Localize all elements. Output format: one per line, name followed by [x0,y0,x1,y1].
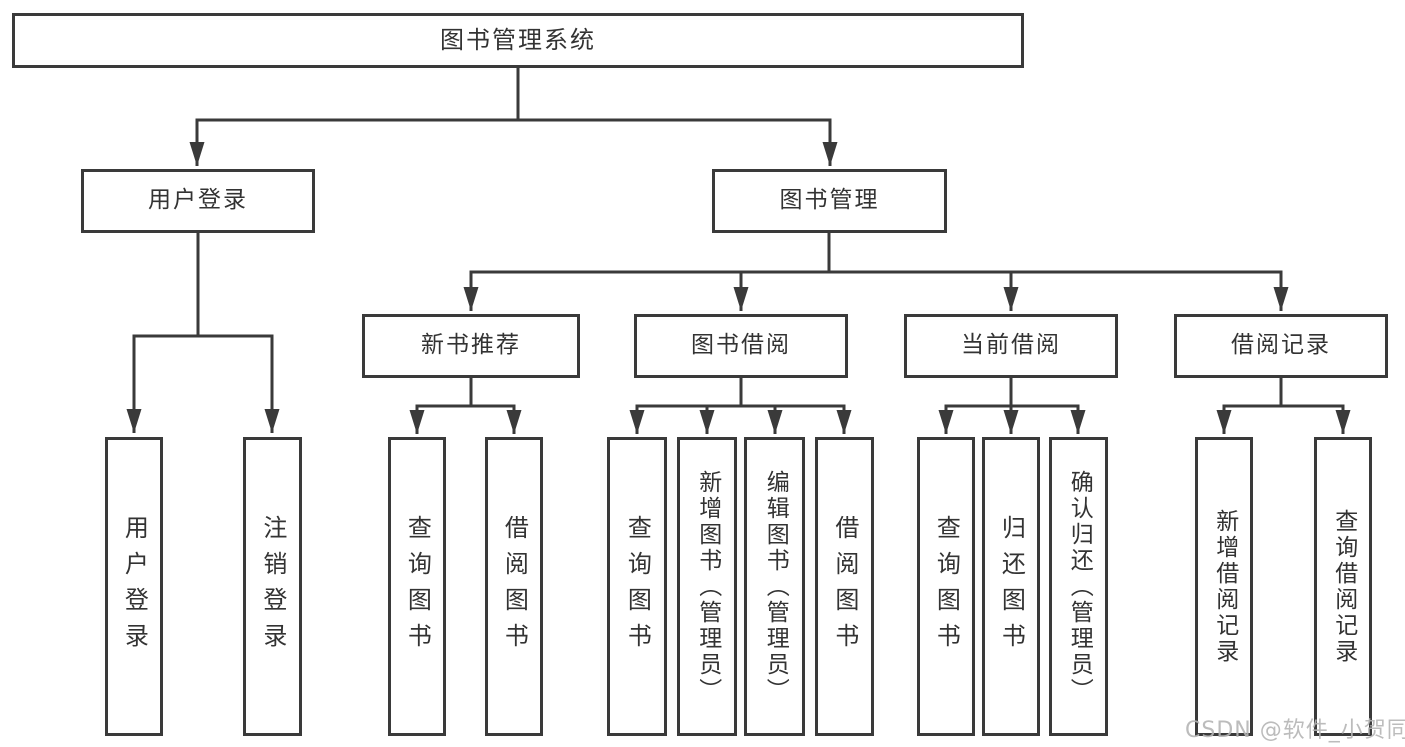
node-book-management: 图书管理 [712,169,947,233]
node-borrow-records: 借阅记录 [1174,314,1388,378]
node-nbr-borrow-books: 借阅图书 [485,437,543,736]
node-bb-query-books: 查询图书 [607,437,667,736]
node-cb-return-books: 归还图书 [982,437,1040,736]
node-user-login: 用户登录 [81,169,315,233]
node-nbr-query-books: 查询图书 [388,437,446,736]
node-br-add-record: 新增借阅记录 [1195,437,1253,736]
node-root: 图书管理系统 [12,13,1024,68]
node-user-login-leaf: 用户登录 [105,437,163,736]
node-cb-confirm-return-admin: 确认归还（管理员） [1049,437,1108,736]
node-bb-borrow-books: 借阅图书 [815,437,874,736]
node-cb-query-books: 查询图书 [917,437,975,736]
node-br-query-record: 查询借阅记录 [1314,437,1372,736]
node-bb-add-books-admin: 新增图书（管理员） [677,437,737,736]
node-logout-leaf: 注销登录 [243,437,302,736]
node-bb-edit-books-admin: 编辑图书（管理员） [744,437,805,736]
watermark: CSDN @软件_小贺同学 [1185,718,1405,743]
node-current-borrow: 当前借阅 [904,314,1118,378]
node-book-borrow: 图书借阅 [634,314,848,378]
node-new-book-recommend: 新书推荐 [362,314,580,378]
